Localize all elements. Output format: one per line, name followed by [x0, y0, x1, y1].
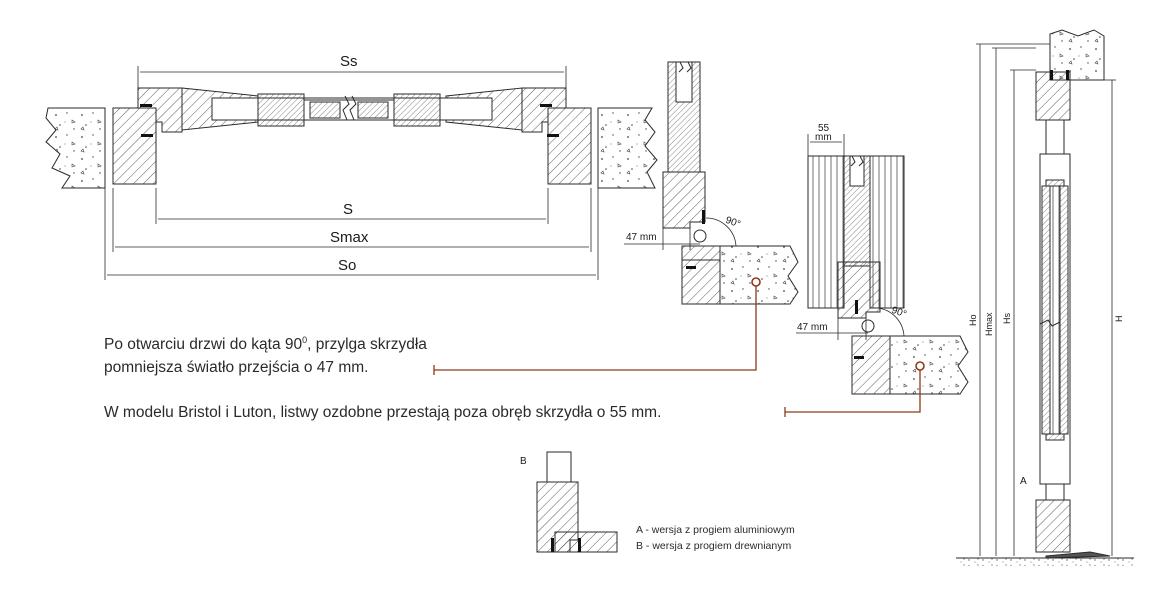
aluminium-threshold [1045, 551, 1111, 559]
right-frame-jamb [521, 87, 567, 133]
leaf-panel-right-bead [393, 93, 441, 127]
leaf-core-1 [675, 61, 693, 103]
seal-right-top [540, 104, 552, 107]
angle-label-2: 90° [890, 305, 908, 321]
trim-note: W modelu Bristol i Luton, listwy ozdobne… [104, 404, 662, 421]
dim-ss: Ss [340, 53, 358, 70]
frame-block-2 [851, 335, 891, 395]
frame-stile-2 [837, 261, 881, 319]
sill-leaf-top [546, 451, 572, 483]
left-wall-concrete [45, 107, 106, 189]
seal-left-bottom [141, 134, 153, 137]
trim-detail-2 [784, 134, 969, 417]
vertical-glass-left [1041, 185, 1051, 435]
angle-arc-1 [705, 217, 737, 247]
frame-block-1 [681, 245, 721, 305]
leader-line-2 [785, 366, 921, 413]
dim-h: H [1114, 316, 1124, 323]
vertical-section [956, 29, 1134, 566]
plan-section [45, 87, 658, 189]
leaf-panel-left-bead [257, 93, 305, 127]
right-wall-concrete [597, 107, 658, 189]
dim-55-num: 55 [818, 123, 830, 134]
opening-note-line1: Po otwarciu drzwi do kąta 900, przylga s… [104, 330, 427, 355]
dim-smax: Smax [330, 229, 369, 246]
sill-detail-b [536, 451, 618, 553]
opening-note-degree: 0 [302, 335, 308, 345]
dim-hmax: Hmax [984, 312, 994, 336]
leader-line-1 [434, 282, 757, 371]
dim-55-unit: mm [815, 132, 832, 143]
seal-right-bottom [547, 134, 559, 137]
dim-hs: Hs [1002, 313, 1012, 324]
dim-s: S [343, 201, 353, 218]
legend-a: A - wersja z progiem aluminiowym [636, 524, 795, 536]
dim-47mm-1: 47 mm [626, 232, 657, 243]
wooden-sill [554, 531, 618, 553]
angle-arc-2 [877, 307, 905, 337]
dim-47mm-2: 47 mm [797, 322, 828, 333]
dim-ho: Ho [968, 314, 978, 326]
right-frame-block [547, 107, 592, 185]
bottom-rail [1035, 499, 1071, 553]
glass-insert-inner-right [357, 101, 389, 119]
angle-label-1: 90° [724, 215, 742, 231]
break-line [342, 95, 350, 121]
hinge-detail-1 [433, 61, 799, 375]
legend-b: B - wersja z progiem drewnianym [636, 540, 792, 552]
vertical-leaf-top [1045, 119, 1065, 155]
wall-concrete-1 [719, 245, 799, 305]
left-frame-block [112, 107, 157, 185]
hinge-pin-2 [861, 319, 875, 333]
glass-insert-inner-left [309, 101, 341, 119]
plan-dimensions [104, 66, 599, 280]
dim-so: So [338, 257, 356, 274]
marker-b: B [520, 456, 527, 467]
marker-a: A [1020, 476, 1027, 487]
hinge-pin-1 [693, 229, 707, 243]
wall-concrete-2 [889, 335, 969, 395]
opening-note-text-pre: Po otwarciu drzwi do kąta 90 [104, 336, 303, 353]
frame-stile-1 [662, 171, 706, 229]
opening-note-line2: pomniejsza światło przejścia o 47 mm. [104, 359, 369, 376]
opening-note-text-post: , przylga skrzydła [307, 336, 427, 353]
seal-left-top [140, 104, 152, 107]
vertical-glass-right [1059, 185, 1069, 435]
